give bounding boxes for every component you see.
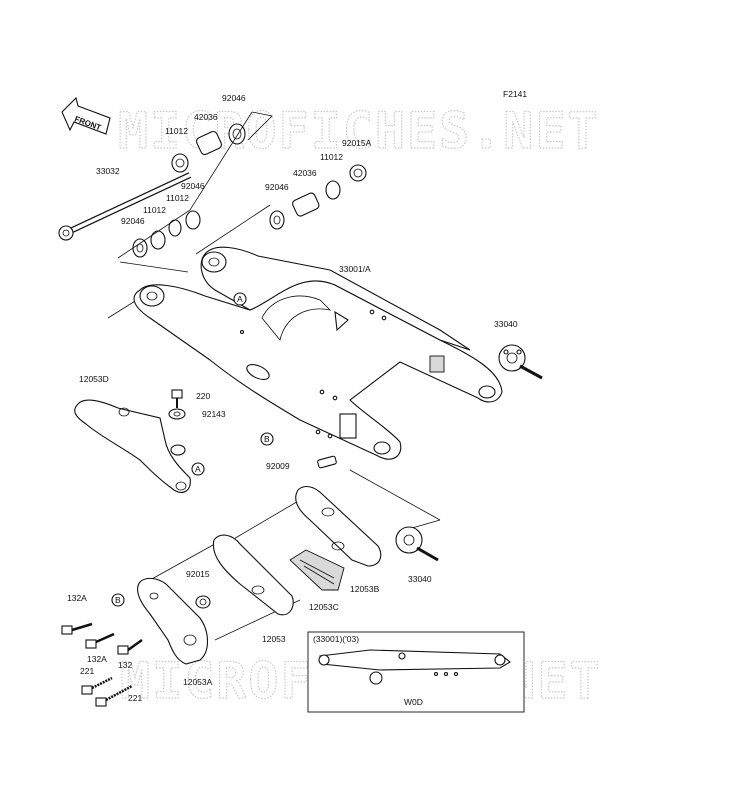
label-11012-b: 11012 [143,205,166,215]
label-42036-top: 42036 [194,112,218,122]
swingarm-33001 [133,246,503,460]
washer-92143 [168,408,186,420]
nut-92015 [195,595,211,609]
label-33040-top: 33040 [494,319,518,329]
ref-mark-a1: A [233,292,247,306]
chain-guide-12053A [137,577,209,665]
stud-92009 [317,455,337,469]
label-33032: 33032 [96,166,120,176]
leader-lines [107,111,441,641]
front-arrow-icon: FRONT [61,96,111,135]
label-11012-a: 11012 [166,193,189,203]
bolt-132A-a [61,622,93,635]
bolt-132A-b [85,632,115,649]
label-42036-r: 42036 [293,168,317,178]
svg-text:A: A [195,464,201,474]
left-bearing-stack [132,123,246,258]
label-92015: 92015 [186,569,210,579]
svg-text:B: B [264,434,270,444]
label-92143: 92143 [202,409,226,419]
label-12053D: 12053D [79,374,109,384]
bolt-221-a [81,676,113,695]
label-92046-a: 92046 [181,181,205,191]
ref-mark-b2: B [111,593,125,607]
inset-footer: W0D [404,697,423,707]
ref-mark-b1: B [260,432,274,446]
label-92046-b: 92046 [121,216,145,226]
pivot-shaft-33032 [58,172,192,241]
chain-adjuster-33040-top [498,344,543,380]
label-12053: 12053 [262,634,286,644]
label-92046-r: 92046 [265,182,289,192]
ref-mark-a2: A [191,462,205,476]
right-bearing-stack [269,164,367,230]
chain-guide-12053B [295,485,382,567]
svg-text:B: B [115,595,121,605]
watermark-top: MICROFICHES.NET [118,102,600,160]
chain-slider-12053C [289,549,345,591]
inset-header: (33001)('03) [313,634,359,644]
label-92009: 92009 [266,461,290,471]
label-132: 132 [118,660,132,670]
bolt-132 [117,638,143,655]
label-33001A: 33001/A [339,264,371,274]
bolt-221-b [95,684,133,707]
label-92046-top: 92046 [222,93,246,103]
label-132A-a: 132A [67,593,87,603]
figure-code: F2141 [503,89,527,99]
chain-guard-12053D [74,399,191,493]
label-12053B: 12053B [350,584,380,594]
inset-box: (33001)('03) W0D [307,631,525,713]
label-221-b: 221 [128,693,142,703]
label-221-a: 221 [80,666,94,676]
label-33040-bottom: 33040 [408,574,432,584]
label-12053C: 12053C [309,602,339,612]
label-220: 220 [196,391,210,401]
svg-text:A: A [237,294,243,304]
label-12053A: 12053A [183,677,213,687]
label-132A-b: 132A [87,654,107,664]
label-11012-r: 11012 [320,152,343,162]
chain-adjuster-33040-bottom [395,526,439,562]
bolt-220 [171,389,183,408]
chain-guide-12053 [212,534,294,616]
label-92015A: 92015A [342,138,372,148]
label-11012-top: 11012 [165,126,188,136]
